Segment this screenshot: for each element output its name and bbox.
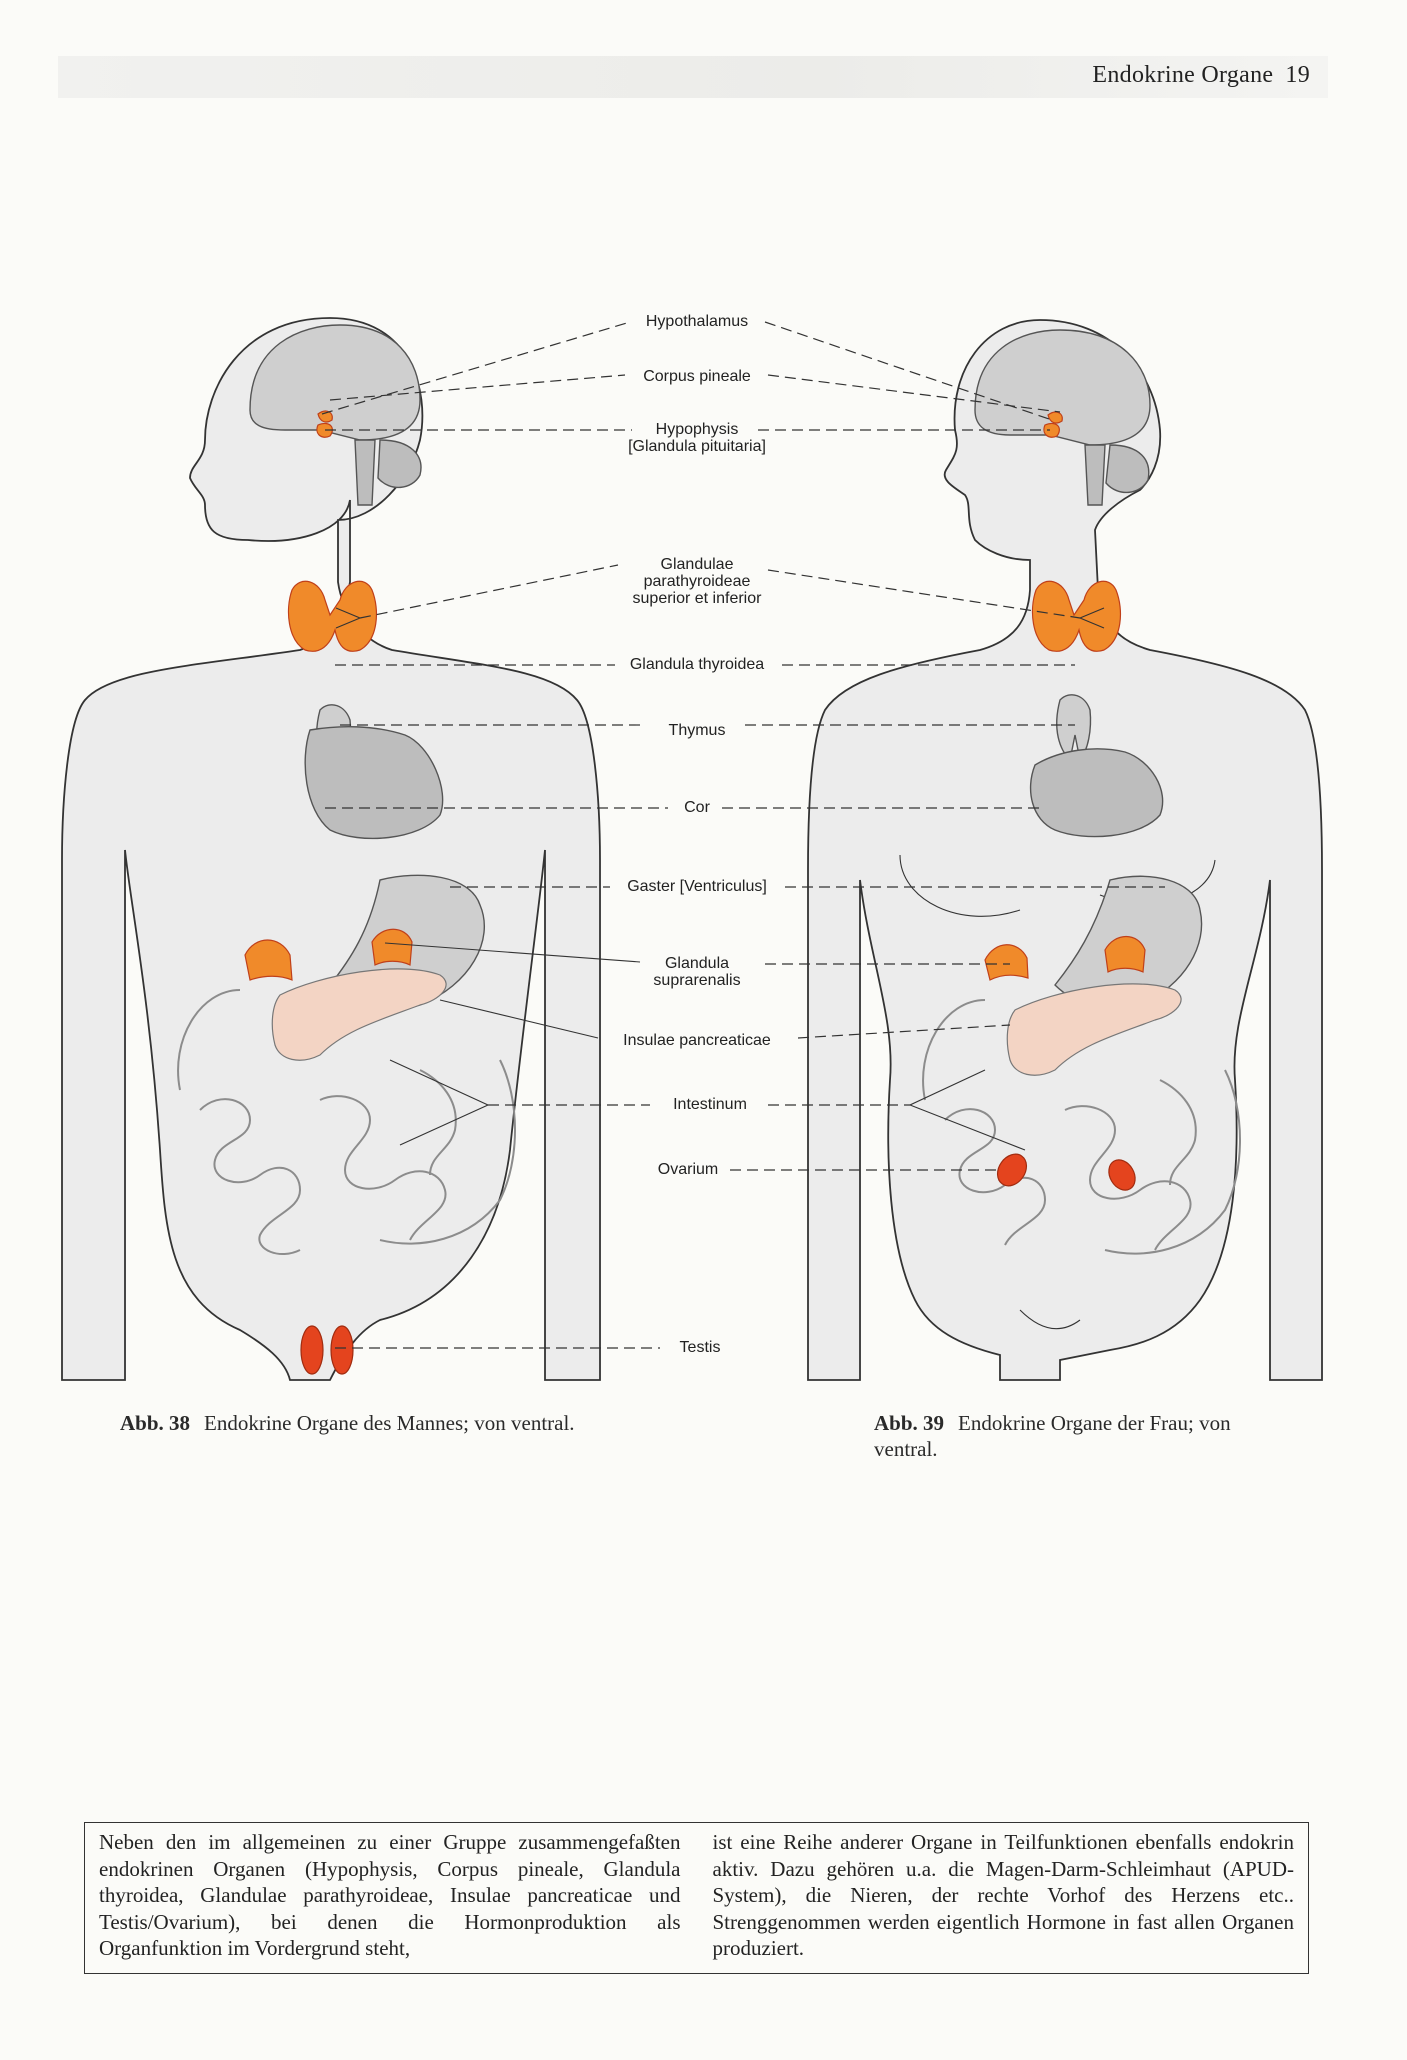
male-hypothalamus-marker xyxy=(317,410,333,423)
textbox-left-column: Neben den im allgemeinen zu einer Gruppe… xyxy=(99,1830,681,1960)
female-body-outline xyxy=(807,319,1323,1381)
label-suprarenalis-line2: suprarenalis xyxy=(653,972,740,989)
male-body-outline xyxy=(61,317,601,1381)
label-testis: Testis xyxy=(680,1339,721,1356)
caption-38-number: Abb. 38 xyxy=(120,1411,191,1435)
male-brain xyxy=(249,324,421,441)
female-pancreas xyxy=(1006,983,1182,1076)
label-parathyroid-line3: superior et inferior xyxy=(633,590,763,607)
female-adrenal-left xyxy=(1104,935,1146,973)
female-brain xyxy=(974,329,1151,446)
male-thyroid xyxy=(287,580,378,652)
male-cerebellum xyxy=(377,439,422,489)
female-ovary-left xyxy=(1108,1159,1136,1191)
female-hypothalamus-marker xyxy=(1047,411,1063,424)
organ-labels: Hypothalamus Corpus pineale Hypophysis [… xyxy=(623,313,771,1356)
male-testis-left xyxy=(330,1325,354,1375)
label-thyroidea: Glandula thyroidea xyxy=(630,656,764,673)
caption-figure-38: Abb. 38 Endokrine Organe des Mannes; von … xyxy=(120,1410,600,1436)
label-hypophysis-alt: [Glandula pituitaria] xyxy=(628,438,766,455)
female-ovary-right xyxy=(996,1153,1028,1187)
female-thyroid xyxy=(1031,580,1122,652)
endocrine-organs-figure: Hypothalamus Corpus pineale Hypophysis [… xyxy=(61,313,1323,1381)
label-corpus-pineale: Corpus pineale xyxy=(643,368,751,385)
male-intestinum xyxy=(199,1069,457,1255)
leader-lines xyxy=(321,321,1165,1349)
label-hypophysis: Hypophysis xyxy=(656,421,739,438)
female-heart xyxy=(1029,748,1164,838)
female-adrenal-right xyxy=(984,944,1029,981)
female-colon xyxy=(922,999,1241,1255)
caption-38-text: Endokrine Organe des Mannes; von ventral… xyxy=(204,1411,575,1435)
header-title: Endokrine Organe xyxy=(1092,62,1274,88)
male-adrenal-right xyxy=(244,939,293,981)
female-cerebellum xyxy=(1105,444,1150,494)
info-textbox: Neben den im allgemeinen zu einer Gruppe… xyxy=(84,1822,1309,1974)
female-figure xyxy=(807,319,1323,1381)
male-brainstem xyxy=(354,439,376,506)
female-pubic-line xyxy=(1019,1309,1081,1330)
label-parathyroid-line2: parathyroideae xyxy=(644,573,751,590)
male-testis-right xyxy=(300,1325,324,1375)
label-hypothalamus: Hypothalamus xyxy=(646,313,748,330)
female-hypophysis xyxy=(1043,422,1060,438)
textbox-right-column: ist eine Reihe anderer Organe in Teilfun… xyxy=(712,1830,1295,1960)
label-cor: Cor xyxy=(684,799,710,816)
caption-39-number: Abb. 39 xyxy=(874,1411,945,1435)
label-thymus: Thymus xyxy=(669,722,726,739)
page-number: 19 xyxy=(1285,62,1310,88)
label-parathyroid-line1: Glandulae xyxy=(661,556,734,573)
male-colon xyxy=(177,989,516,1245)
male-adrenal-left xyxy=(371,928,413,966)
female-intestinum xyxy=(944,1079,1197,1251)
header-band xyxy=(58,56,1328,98)
label-ovarium: Ovarium xyxy=(658,1161,718,1178)
male-figure xyxy=(61,317,601,1381)
female-thymus xyxy=(1056,694,1092,762)
label-insulae: Insulae pancreaticae xyxy=(623,1032,771,1049)
label-gaster: Gaster [Ventriculus] xyxy=(627,878,767,895)
label-suprarenalis-line1: Glandula xyxy=(665,955,729,972)
caption-39-text: Endokrine Organe der Frau; von ventral. xyxy=(874,1411,1231,1461)
running-header: Endokrine Organe 19 xyxy=(1080,62,1310,89)
male-pancreas xyxy=(271,968,447,1061)
male-hypophysis xyxy=(316,422,333,438)
male-heart xyxy=(304,726,444,840)
label-intestinum: Intestinum xyxy=(673,1096,747,1113)
female-brainstem xyxy=(1084,444,1106,506)
